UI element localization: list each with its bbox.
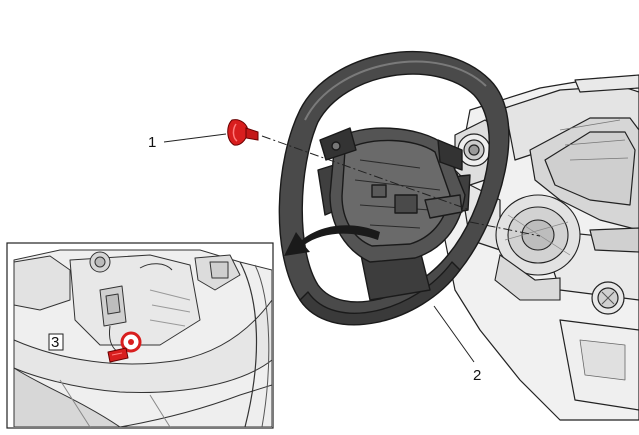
- callout-3: 3: [51, 334, 59, 351]
- removal-arrow-icon: [284, 225, 380, 256]
- alignment-lines: [261, 135, 541, 237]
- callout-2: 2: [473, 367, 481, 384]
- connector-icon: [107, 331, 142, 363]
- callout-3-box: [48, 333, 64, 351]
- callout-1: 1: [148, 134, 156, 151]
- detail-inset: 3: [6, 242, 274, 429]
- bolt-icon: [227, 119, 259, 146]
- steering-column: [494, 194, 581, 301]
